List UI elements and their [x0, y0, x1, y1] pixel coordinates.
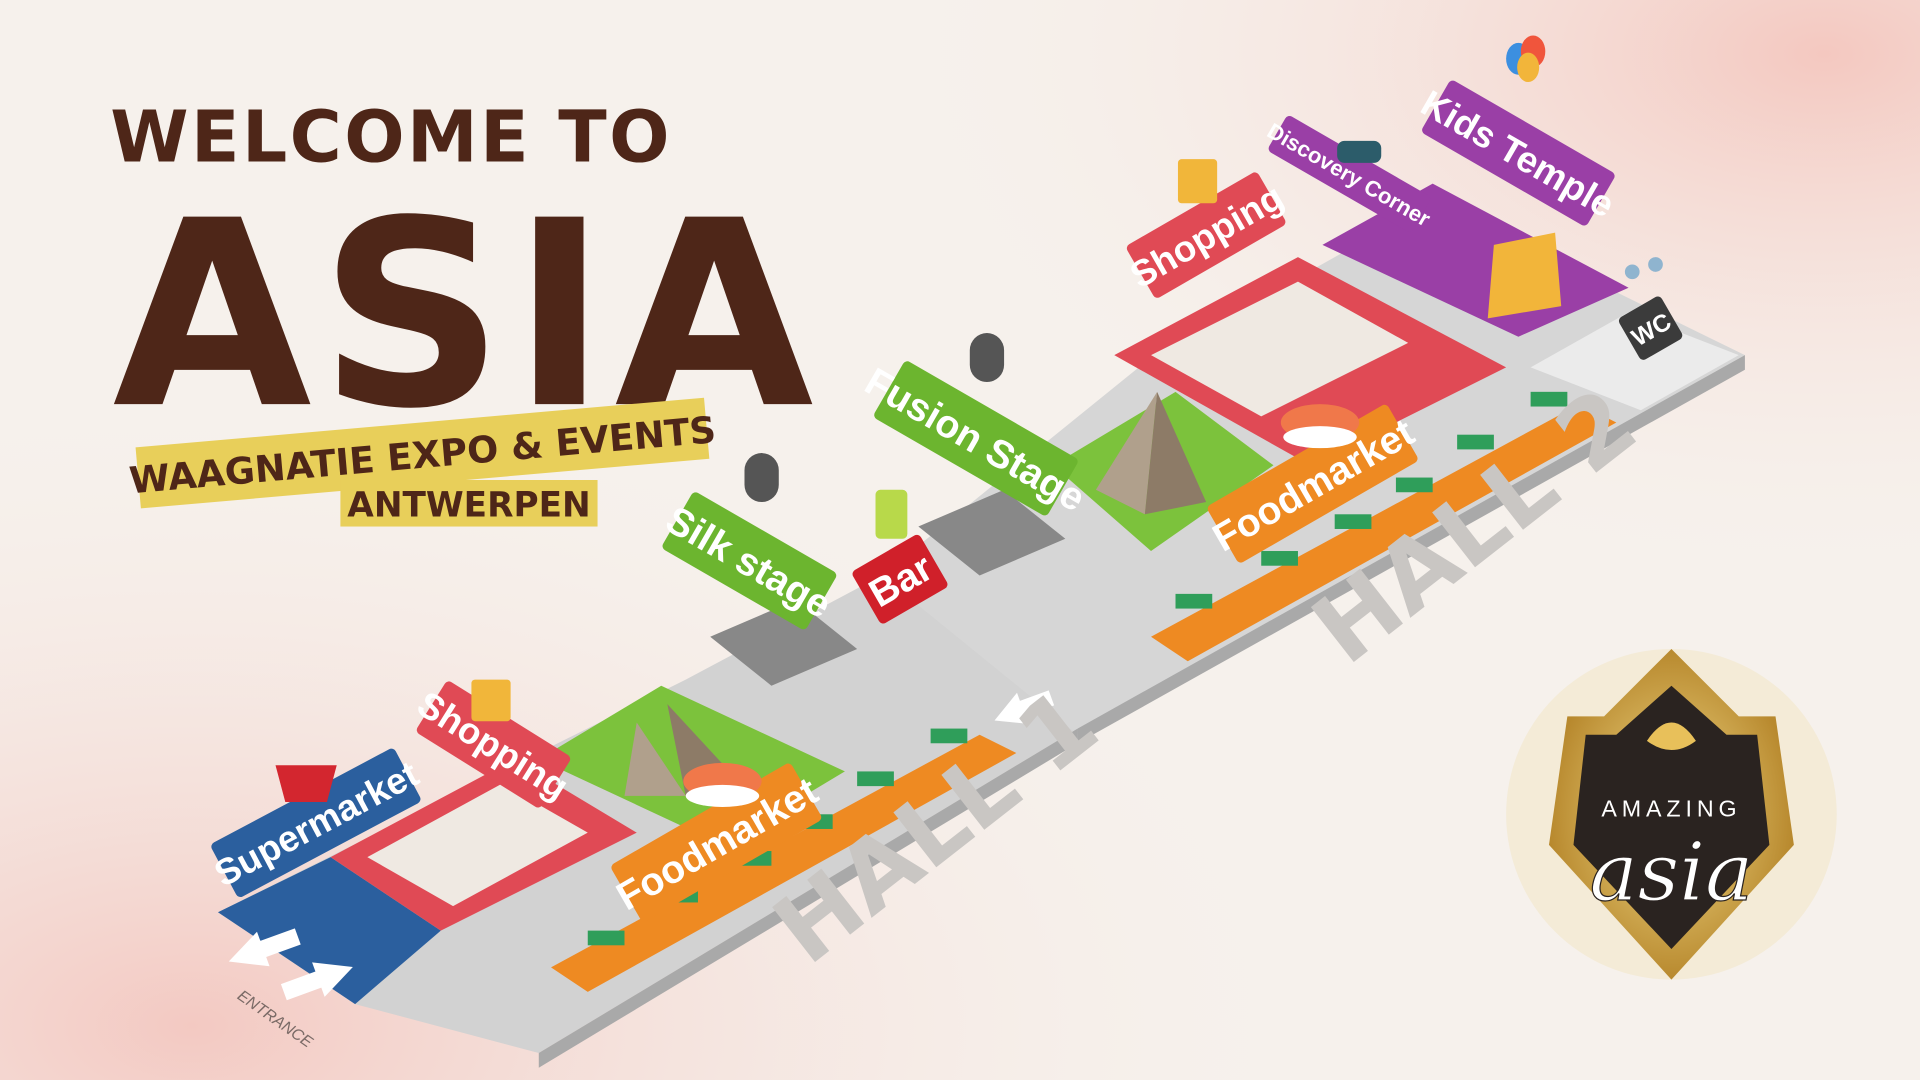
wc-zone	[1530, 312, 1739, 411]
microphone-icon	[744, 453, 779, 503]
tent-shade	[1144, 391, 1207, 515]
lotus-icon	[1646, 722, 1696, 750]
booths	[367, 783, 588, 907]
balloons-icon	[1506, 35, 1546, 83]
bouncy-castle-icon	[1487, 232, 1562, 319]
foodmarket-zone-1	[551, 734, 1017, 992]
floor-edge	[1077, 355, 1745, 744]
sushi-icon	[683, 762, 762, 807]
entrance-arrows[interactable]	[222, 682, 1057, 1009]
sushi-icon	[1280, 404, 1360, 449]
wc-people-icon	[1624, 257, 1663, 280]
entrance-zone	[217, 857, 441, 1005]
title-block: WELCOME TO ASIA WAAGNATIE EXPO & EVENTS …	[110, 96, 814, 527]
fusion-stage-platform	[918, 489, 1066, 576]
basket-icon	[275, 765, 337, 803]
city-text: ANTWERPEN	[347, 486, 590, 526]
shopping-bag-icon	[471, 679, 511, 722]
booths	[1151, 281, 1409, 417]
logo-bottom-text: asia	[1590, 826, 1754, 920]
amazing-asia-logo: AMAZING asia	[1506, 648, 1837, 980]
sign-wc[interactable]: WC	[1617, 295, 1684, 362]
floor-edge	[538, 728, 1078, 1068]
city-banner	[340, 480, 598, 527]
cocktail-icon	[875, 489, 908, 539]
foodmarket-zone-2	[1151, 404, 1617, 662]
silk-stage-platform	[710, 600, 858, 686]
logo-top-text: AMAZING	[1601, 796, 1741, 822]
welcome-text: WELCOME TO	[110, 96, 672, 179]
hall-connection-arrow	[994, 690, 1055, 724]
shopping-bag-icon	[1177, 159, 1218, 204]
venue-banner	[135, 397, 710, 509]
tent-icon	[624, 722, 686, 796]
tent-icon	[1095, 391, 1158, 515]
microphone-icon	[969, 333, 1005, 383]
binoculars-icon	[1337, 140, 1382, 163]
